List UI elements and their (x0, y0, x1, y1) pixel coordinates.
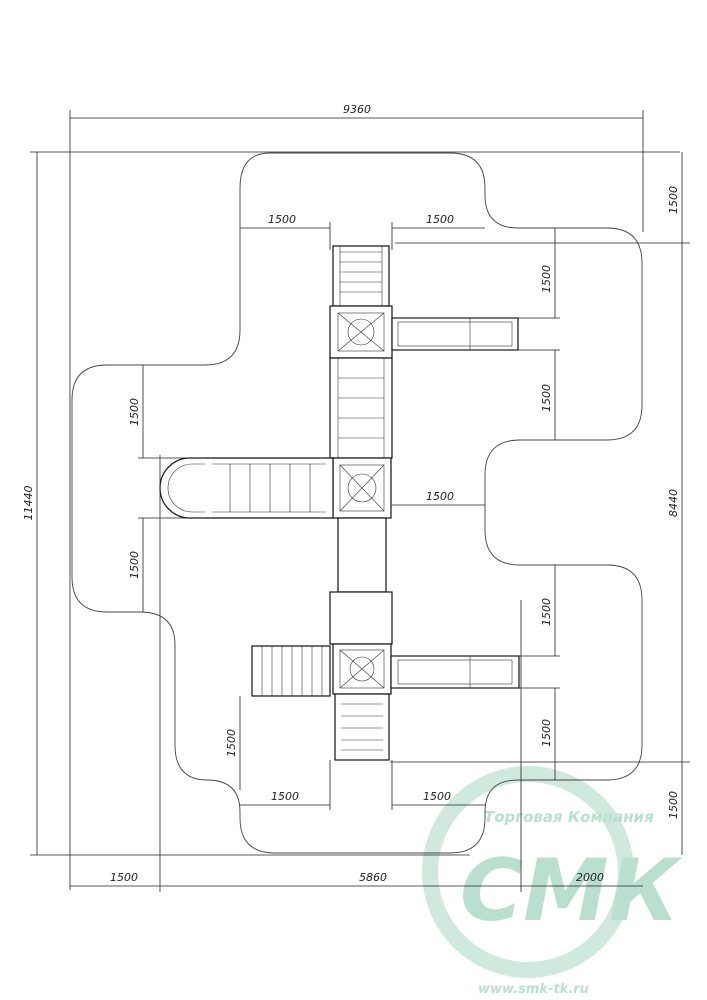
watermark-ring (422, 766, 634, 978)
dimension-lines (30, 110, 690, 892)
lower-platform (329, 591, 393, 645)
dim-right-2: 1500 (540, 384, 553, 412)
dim-left-total: 11440 (22, 486, 35, 521)
smk-watermark: Торговая Компания СМК www.smk-tk.ru (422, 766, 683, 997)
middle-bridge (329, 357, 393, 459)
lower-bridge (337, 517, 387, 593)
dim-right-3: 1500 (540, 598, 553, 626)
dim-right-1: 1500 (540, 265, 553, 293)
dim-top-gap-right: 1500 (426, 213, 454, 226)
top-stairs (332, 245, 390, 307)
dim-mid-right: 1500 (426, 490, 454, 503)
dim-bot-gap-left: 1500 (271, 790, 299, 803)
playground-structure (159, 245, 520, 761)
dim-right-inner: 8440 (667, 489, 680, 517)
watermark-company: Торговая Компания (484, 808, 654, 826)
dim-low-left: 1500 (225, 729, 238, 757)
watermark-logo: СМК (460, 841, 683, 941)
bottom-stairs (334, 693, 390, 761)
dim-right-bottom: 1500 (667, 791, 680, 819)
dim-mid-left-lower: 1500 (128, 551, 141, 579)
safety-zone-outline (71, 152, 643, 854)
dim-right-top: 1500 (667, 186, 680, 214)
dim-top-gap-left: 1500 (268, 213, 296, 226)
dim-bottom-left: 1500 (110, 871, 138, 884)
dim-mid-left-upper: 1500 (128, 398, 141, 426)
lower-right-slide (390, 655, 520, 689)
dim-right-4: 1500 (540, 719, 553, 747)
dim-top-total: 9360 (343, 103, 371, 116)
left-tube-slide (159, 457, 334, 519)
dim-bottom-right: 2000 (576, 871, 604, 884)
dim-bot-gap-right: 1500 (423, 790, 451, 803)
upper-right-slide (391, 317, 519, 351)
watermark-url: www.smk-tk.ru (478, 982, 589, 997)
dim-bottom-mid: 5860 (359, 871, 387, 884)
lower-left-climber (251, 645, 331, 697)
